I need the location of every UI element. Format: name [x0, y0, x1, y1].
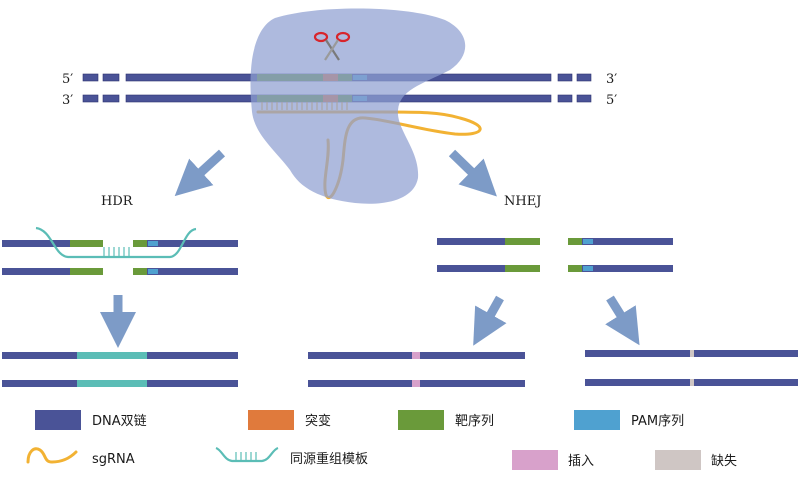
legend-mutation-label: 突变: [305, 413, 331, 429]
legend-swatch-mutation: [248, 410, 294, 430]
nhej-insertion-result: [308, 352, 525, 387]
legend-template-icon: [215, 446, 279, 463]
legend-swatch-target: [398, 410, 444, 430]
hdr-title: HDR: [101, 194, 134, 209]
cas9-protein: [250, 8, 466, 204]
legend-swatch-dna: [35, 410, 81, 430]
legend-dna-label: DNA双链: [92, 414, 147, 429]
legend-swatch-pam: [574, 410, 620, 430]
legend-deletion-label: 缺失: [711, 454, 737, 469]
label-3prime-bottom-left: 3′: [62, 93, 73, 108]
nhej-intermediate: [437, 238, 673, 272]
scissors-icon: [313, 31, 351, 61]
arrow-to-hdr: [174, 149, 226, 197]
label-5prime-top-left: 5′: [62, 72, 73, 87]
legend-insertion-label: 插入: [568, 454, 594, 469]
nhej-title: NHEJ: [504, 194, 541, 209]
legend-swatch-deletion: [655, 450, 701, 470]
legend-target-label: 靶序列: [455, 414, 494, 429]
legend-pam-label: PAM序列: [631, 414, 684, 429]
legend-sgrna-label: sgRNA: [92, 452, 135, 467]
label-3prime-top-right: 3′: [606, 72, 617, 87]
legend-sgrna-icon: [26, 447, 78, 464]
legend-swatch-insertion: [512, 450, 558, 470]
arrow-to-nhej: [448, 149, 497, 197]
hdr-result: [2, 352, 238, 387]
label-5prime-bottom-right: 5′: [606, 93, 617, 108]
hdr-intermediate: [2, 226, 238, 275]
legend-template-label: 同源重组模板: [290, 451, 368, 467]
legend: DNA双链 突变 靶序列 PAM序列 sgRNA 同源重组模板 插入 缺失: [26, 410, 737, 470]
arrow-nhej-deletion: [605, 295, 640, 346]
nhej-deletion-result: [585, 350, 798, 386]
arrow-nhej-insertion: [473, 295, 507, 346]
